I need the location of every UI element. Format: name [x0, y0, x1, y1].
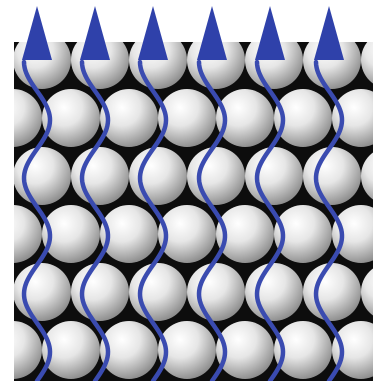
sphere [129, 147, 187, 205]
sphere [129, 263, 187, 321]
sphere [71, 263, 129, 321]
sphere [13, 263, 71, 321]
sphere [303, 263, 361, 321]
sphere [303, 147, 361, 205]
sphere [187, 147, 245, 205]
sphere [71, 147, 129, 205]
sphere [245, 263, 303, 321]
sphere [13, 147, 71, 205]
sphere [245, 147, 303, 205]
sphere [187, 263, 245, 321]
sphere-packing [0, 31, 373, 381]
